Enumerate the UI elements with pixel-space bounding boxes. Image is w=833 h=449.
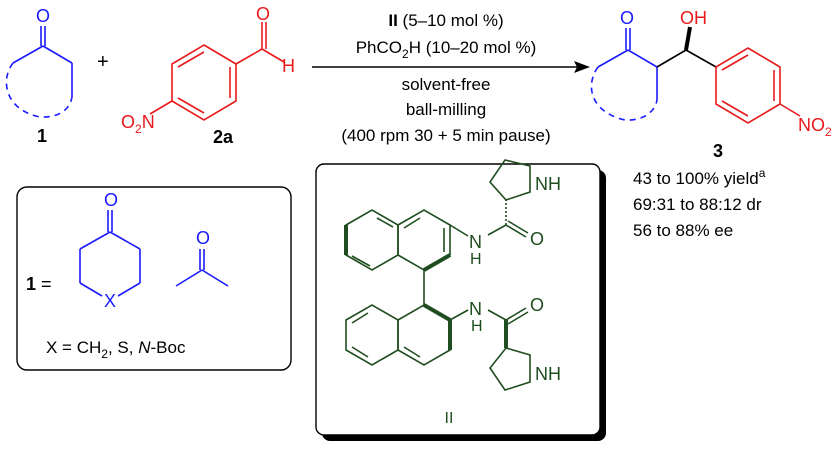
catalyst-amide-h-upper: H [470, 251, 482, 268]
plus-sign: + [97, 51, 109, 73]
catalyst-box [315, 163, 601, 436]
catalyst-amide-h-lower: H [471, 318, 483, 335]
catalyst-carbonyl-o-lower: O [530, 295, 544, 315]
substrate-box-prefix: 1 = [26, 274, 52, 294]
substrate-box-x-atom: X [104, 291, 116, 311]
compound-3-label: 3 [713, 141, 723, 161]
catalyst-label: II [445, 410, 454, 427]
cyclohexanone-derivative [79, 210, 141, 297]
result-ee: 56 to 88% ee [633, 221, 733, 240]
condition-catalyst-loading: II (5–10 mol %) [388, 11, 503, 30]
substrate-scope-box [16, 186, 292, 371]
catalyst-ii-structure [344, 159, 531, 391]
product-ketone-oxygen: O [620, 8, 634, 28]
result-yield: 43 to 100% yielda [633, 166, 766, 188]
catalyst-carbonyl-o-upper: O [530, 229, 544, 249]
substrate-box-ketone-oxygen: O [104, 190, 118, 210]
aldehyde-2a-structure [149, 22, 285, 121]
catalyst-nh-top: NH [535, 174, 561, 194]
condition-acid-additive: PhCO2H (10–20 mol %) [356, 38, 537, 61]
substituent-definition: X = CH2, S, N-Boc [46, 338, 186, 361]
catalyst-amide-n-upper: N [469, 232, 482, 252]
reaction-arrowhead [574, 61, 590, 73]
ketone-oxygen: O [36, 6, 50, 26]
ketone-1-structure: O [5, 6, 73, 118]
condition-milling-parameters: (400 rpm 30 + 5 min pause) [341, 126, 550, 145]
aldehyde-hydrogen: H [282, 56, 295, 76]
catalyst-nh-bottom: NH [535, 364, 561, 384]
condition-method: ball-milling [406, 100, 486, 119]
nitro-group-2a: O2N [121, 112, 155, 136]
compound-1-label: 1 [37, 126, 47, 146]
aldehyde-oxygen: O [256, 4, 270, 24]
nitro-group-product: NO2 [798, 115, 832, 139]
catalyst-amide-n-lower: N [469, 299, 482, 319]
acetone-oxygen: O [196, 228, 210, 248]
product-hydroxyl: OH [680, 8, 707, 28]
condition-solvent: solvent-free [402, 75, 491, 94]
acetone-structure [175, 249, 229, 287]
product-3-structure [590, 26, 801, 124]
compound-2a-label: 2a [213, 127, 234, 147]
result-dr: 69:31 to 88:12 dr [633, 195, 762, 214]
